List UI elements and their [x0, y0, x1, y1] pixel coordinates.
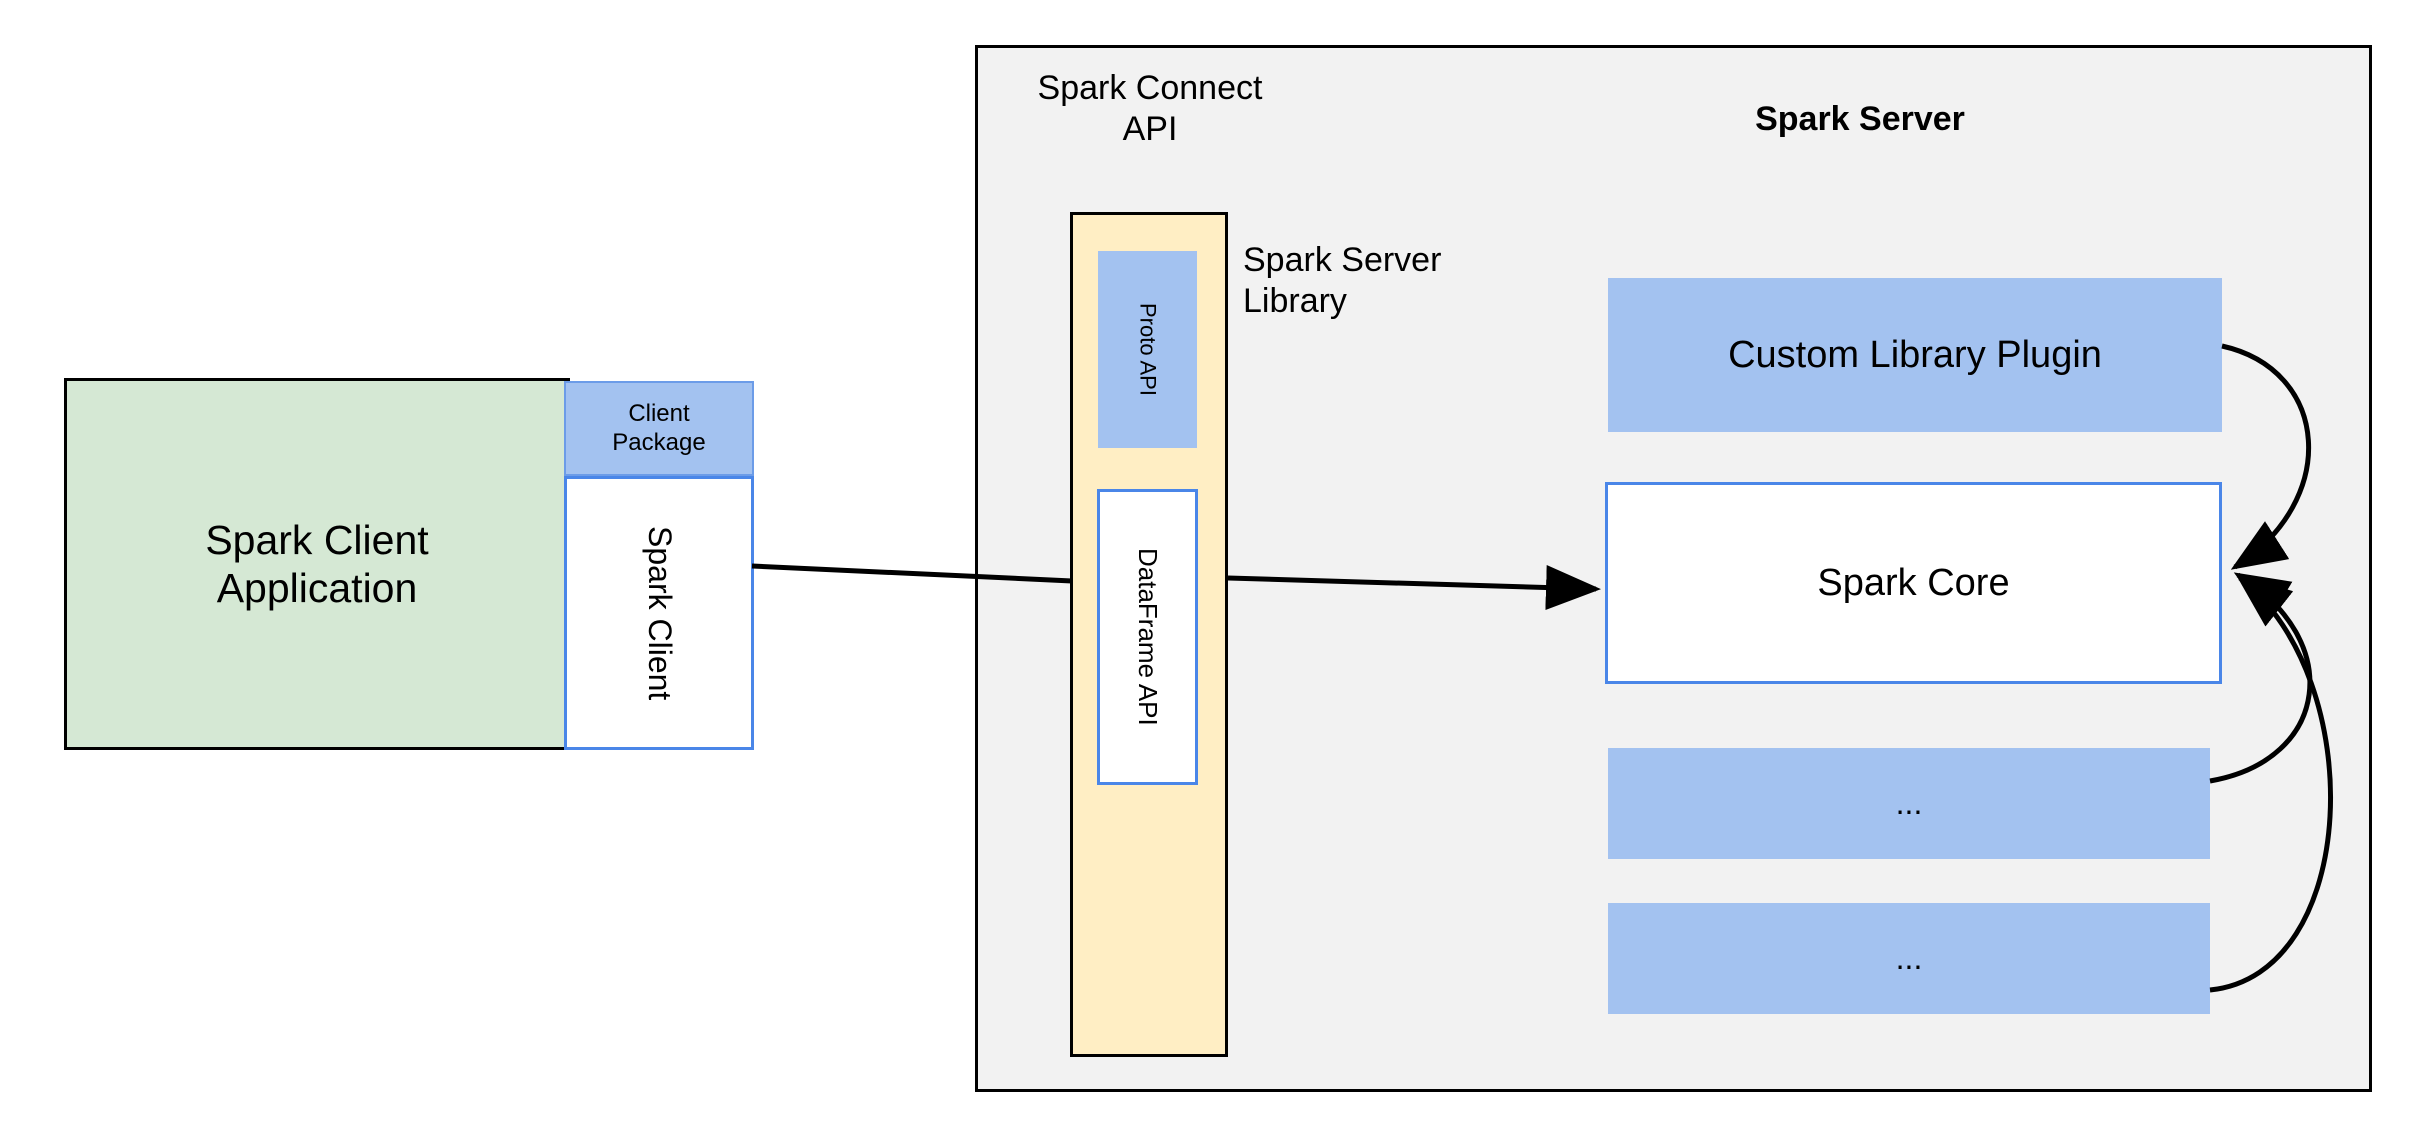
spark-client-application-box[interactable]: Spark Client Application [64, 378, 570, 750]
spark-client-box[interactable]: Spark Client [564, 476, 754, 750]
client-package-box[interactable]: Client Package [564, 381, 754, 476]
proto-api-label: Proto API [1135, 303, 1161, 396]
server-block-ellipsis-1-label: ... [1895, 784, 1923, 821]
custom-library-plugin-label: Custom Library Plugin [1728, 333, 2102, 376]
spark-client-label: Spark Client [641, 525, 678, 701]
spark-server-library-title: Spark Server Library [1243, 241, 1442, 321]
proto-api-box[interactable]: Proto API [1098, 251, 1197, 448]
spark-core-box[interactable]: Spark Core [1605, 482, 2222, 684]
spark-client-application-label: Spark Client Application [205, 516, 429, 611]
dataframe-api-label: DataFrame API [1132, 548, 1163, 726]
server-block-ellipsis-2-label: ... [1895, 939, 1923, 976]
client-package-label: Client Package [612, 400, 706, 456]
spark-core-label: Spark Core [1817, 561, 2010, 604]
spark-connect-api-title: Spark Connect API [1037, 69, 1263, 149]
spark-server-title: Spark Server [1755, 100, 1965, 138]
dataframe-api-box[interactable]: DataFrame API [1097, 489, 1198, 785]
server-block-ellipsis-1[interactable]: ... [1608, 748, 2210, 859]
server-block-ellipsis-2[interactable]: ... [1608, 903, 2210, 1014]
custom-library-plugin-box[interactable]: Custom Library Plugin [1608, 278, 2222, 432]
